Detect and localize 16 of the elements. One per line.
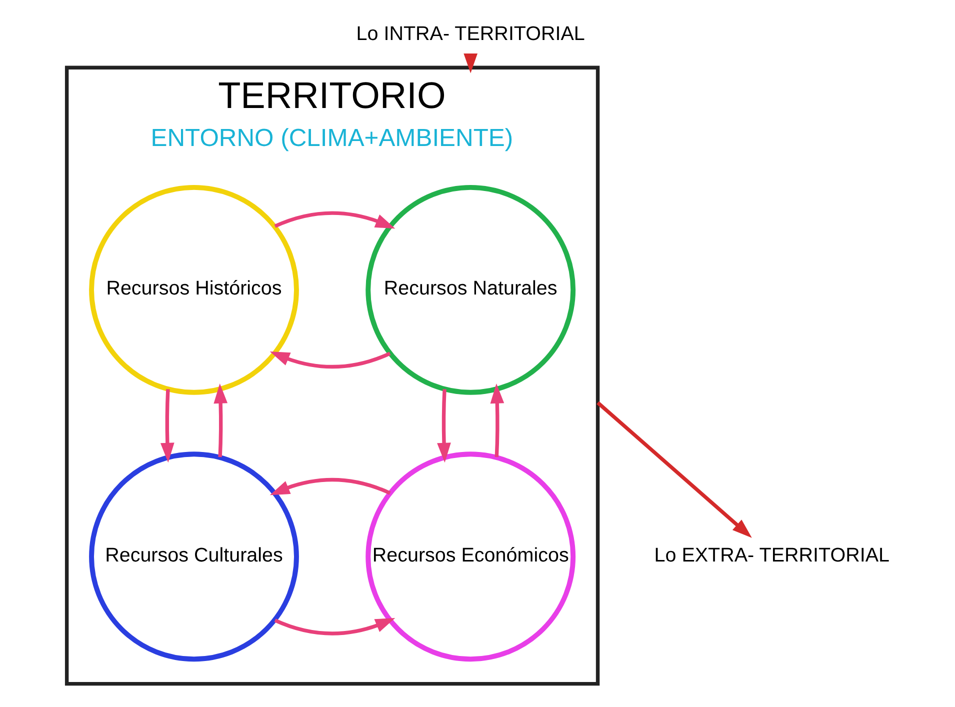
- arrow: [436, 389, 450, 463]
- arrow: [269, 478, 390, 496]
- arrow: [274, 618, 395, 636]
- arrow: [160, 389, 174, 463]
- arrow: [213, 384, 228, 458]
- arrow: [463, 53, 478, 74]
- node-text: Lo INTRA- TERRITORIAL: [356, 23, 584, 46]
- arrow: [596, 401, 752, 538]
- node-circle: Recursos Históricos: [88, 184, 298, 395]
- arrow: [269, 351, 390, 369]
- node-text: Lo EXTRA- TERRITORIAL: [654, 544, 890, 566]
- node-circle: Recursos Naturales: [365, 184, 576, 395]
- node-circle: Recursos Económicos: [365, 452, 576, 662]
- arrow: [490, 384, 504, 458]
- node-circle: Recursos Culturales: [88, 452, 298, 662]
- arrow: [274, 211, 395, 229]
